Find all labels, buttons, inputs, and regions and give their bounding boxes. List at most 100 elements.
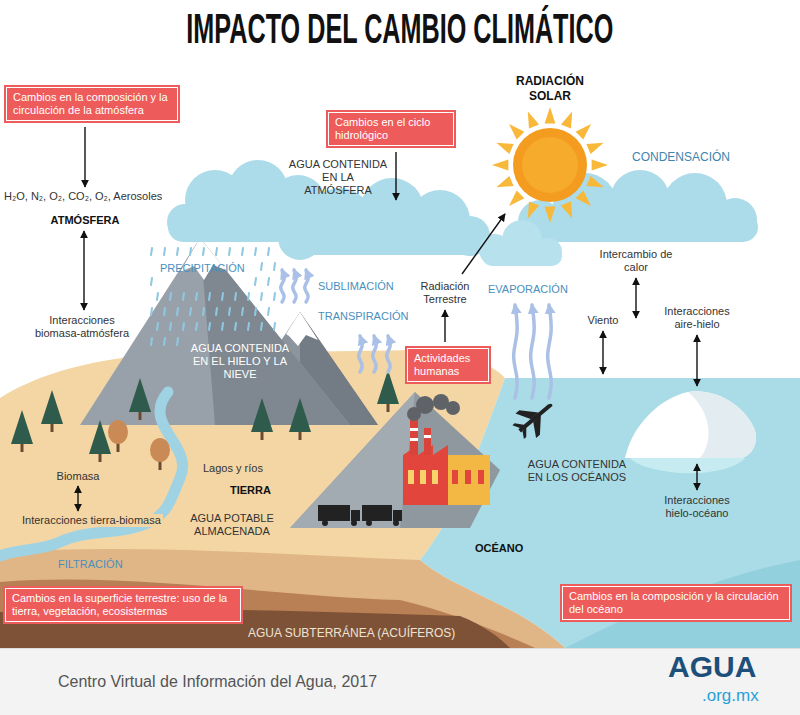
arrow (696, 335, 697, 386)
arrow (395, 152, 396, 200)
interaction-label: Intercambio de calor (596, 248, 676, 274)
raindrop (177, 308, 178, 315)
factory (452, 470, 458, 484)
title: IMPACTO DEL CAMBIO CLIMÁTICO (187, 4, 614, 54)
soil-layer (0, 580, 535, 648)
truck (366, 520, 372, 526)
sun (576, 191, 591, 206)
airplane (508, 392, 562, 445)
arrow (444, 310, 445, 342)
tree (387, 403, 390, 412)
vapor-arrow (373, 336, 377, 372)
process-label: EVAPORACIÓN (488, 283, 568, 296)
truck (393, 510, 402, 521)
raindrop (203, 308, 204, 315)
iceberg (625, 391, 756, 473)
raindrop (229, 308, 230, 315)
raindrop (151, 248, 152, 255)
raindrop (268, 248, 269, 255)
process-label: FILTRACIÓN (58, 558, 123, 571)
raindrop (190, 248, 191, 255)
interaction-label: Interacciones biomasa-atmósfera (26, 314, 138, 340)
raindrop (274, 263, 275, 270)
arrow (696, 464, 697, 490)
factory (420, 470, 426, 484)
sun (528, 201, 539, 218)
arrow (602, 331, 603, 374)
raindrop (268, 278, 269, 285)
factory (410, 438, 418, 441)
sun (592, 160, 608, 171)
raindrop (196, 323, 197, 330)
process-label: CONDENSACIÓN (632, 150, 730, 164)
process-label: SUBLIMACIÓN (318, 280, 394, 293)
interaction-label: Interacciones aire-hielo (655, 305, 739, 331)
tree (51, 423, 54, 432)
raindrop (222, 323, 223, 330)
raindrop (183, 293, 184, 300)
raindrop (248, 323, 249, 330)
raindrop (255, 308, 256, 315)
arrow (83, 231, 84, 310)
sun (586, 176, 603, 187)
vapor-arrow (531, 305, 535, 398)
arrow (635, 278, 636, 318)
arrow (462, 214, 505, 274)
raindrop (216, 248, 217, 255)
sun (586, 143, 603, 154)
tree (261, 431, 264, 440)
raindrop (261, 263, 262, 270)
tree (159, 461, 162, 470)
truck (318, 505, 402, 526)
sun (509, 191, 524, 206)
raindrop (274, 323, 275, 330)
interaction-label: Interacciones tierra-biomasa (20, 514, 163, 527)
sun (496, 143, 513, 154)
water-store-label: AGUA CONTENIDA EN LOS OCÉANOS (527, 458, 627, 484)
box-text: Cambios en la composición y la circulaci… (13, 91, 171, 117)
raindrop (164, 248, 165, 255)
truck (318, 505, 350, 521)
process-label: PRECIPITACIÓN (160, 262, 245, 275)
iceberg (688, 391, 756, 458)
impact-box: Cambios en el ciclo hidrológico (326, 110, 456, 148)
water-store-label: AGUA CONTENIDA EN LA ATMÓSFERA (288, 158, 388, 197)
soil-layer (0, 549, 565, 648)
vapor-arrow (293, 270, 297, 302)
truck (362, 505, 392, 521)
interaction-label: Biomasa (43, 470, 113, 483)
raindrop (261, 323, 262, 330)
tree (41, 390, 63, 424)
factory (410, 428, 418, 431)
sun (545, 207, 556, 223)
tree (117, 443, 120, 452)
sun (513, 128, 587, 202)
vapor-arrow (359, 336, 363, 372)
tree (377, 370, 399, 404)
raindrop (268, 308, 269, 315)
factory (432, 470, 438, 484)
water-store-label: AGUA SUBTERRÁNEA (ACUÍFEROS) (248, 626, 455, 640)
cloud (479, 220, 562, 266)
logo-text: AGUA (668, 650, 756, 684)
vapor-arrow (387, 336, 391, 372)
cloud (280, 225, 485, 255)
cloud (482, 246, 562, 266)
impact-box: Cambios en la composición y la circulaci… (560, 584, 792, 622)
raindrop (274, 293, 275, 300)
tree (21, 443, 24, 452)
truck (351, 510, 360, 521)
raindrop (229, 248, 230, 255)
raindrop (203, 248, 204, 255)
water-store-label: AGUA CONTENIDA EN EL HIELO Y LA NIEVE (190, 342, 290, 381)
sun (522, 137, 578, 193)
factory (408, 470, 414, 484)
raindrop (248, 293, 249, 300)
raindrop (222, 293, 223, 300)
sun (492, 160, 508, 171)
smoke (446, 401, 460, 415)
box-text: Cambios en la composición y la circulaci… (569, 590, 783, 616)
footer-band (0, 648, 800, 715)
mountain (286, 312, 318, 346)
